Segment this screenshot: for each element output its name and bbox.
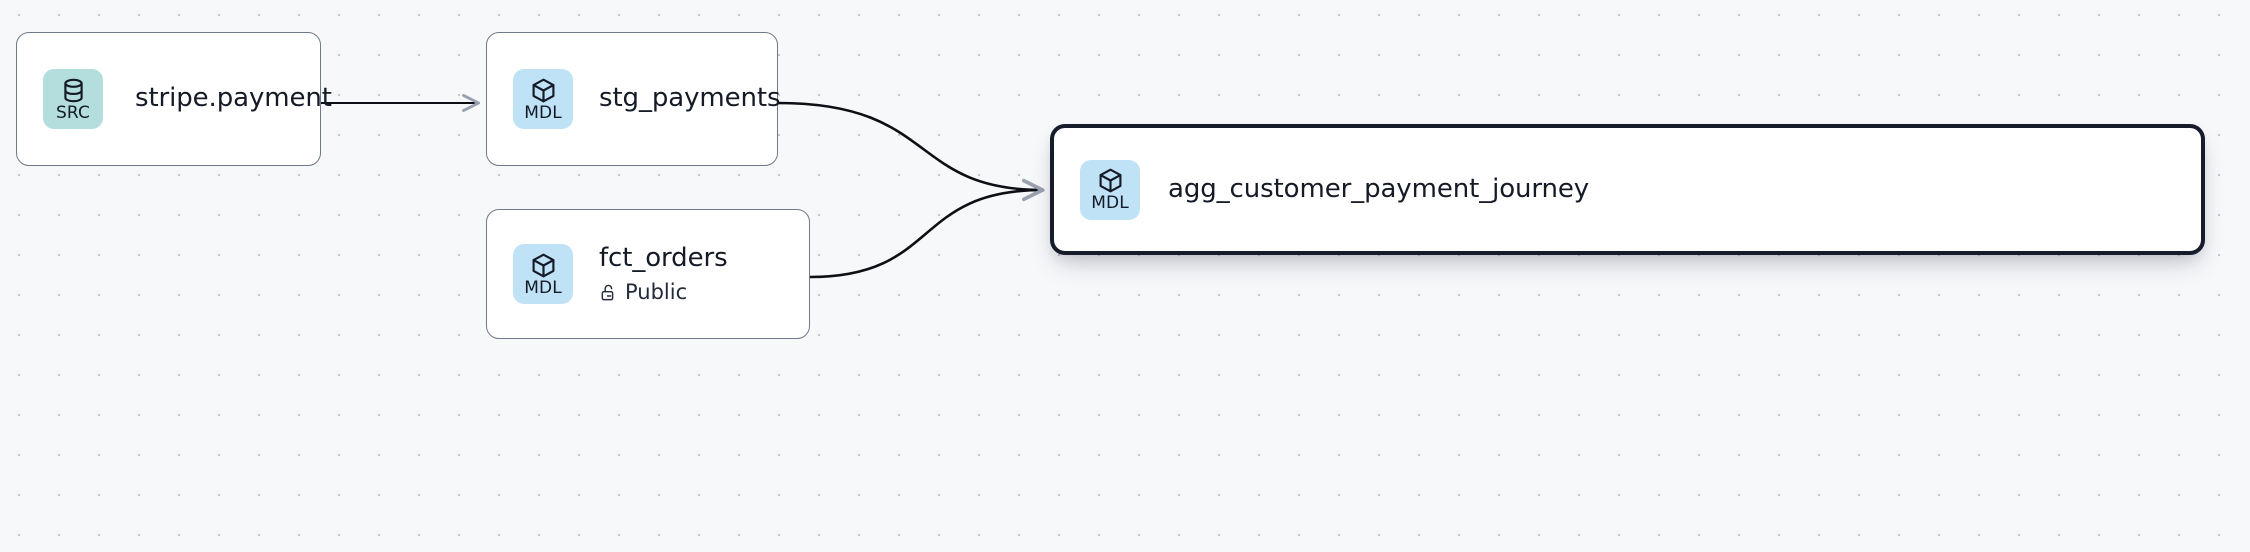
badge-label: SRC — [56, 102, 90, 123]
edge-fct-orders-to-agg-journey — [808, 178, 1045, 279]
node-agg-customer-payment-journey[interactable]: MDL agg_customer_payment_journey — [1050, 124, 2205, 255]
node-body: stripe.payment — [135, 83, 332, 114]
source-type-badge: SRC — [43, 69, 103, 129]
cube-icon — [532, 78, 554, 102]
visibility-label: Public — [625, 279, 688, 304]
edge-stg-payments-to-agg-journey — [776, 101, 1045, 202]
badge-label: MDL — [1091, 193, 1129, 213]
node-fct-orders[interactable]: MDL fct_orders Public — [486, 209, 810, 339]
node-body: agg_customer_payment_journey — [1168, 173, 1590, 204]
node-title: stripe.payment — [135, 83, 332, 114]
node-title: agg_customer_payment_journey — [1168, 173, 1590, 204]
node-title: stg_payments — [599, 83, 781, 114]
node-body: fct_orders Public — [599, 244, 728, 303]
node-body: stg_payments — [599, 83, 781, 114]
model-type-badge: MDL — [513, 69, 573, 129]
node-stripe-payment[interactable]: SRC stripe.payment — [16, 32, 332, 166]
node-stg-payments[interactable]: MDL stg_payments — [486, 32, 781, 166]
badge-label: MDL — [524, 277, 562, 298]
node-title: fct_orders — [599, 243, 728, 274]
model-type-badge: MDL — [513, 244, 573, 304]
badge-label: MDL — [524, 102, 562, 123]
model-type-badge: MDL — [1080, 159, 1140, 220]
cube-icon — [532, 253, 554, 277]
visibility-status: Public — [599, 279, 728, 304]
unlock-icon — [601, 284, 614, 300]
cube-icon — [1099, 168, 1121, 193]
database-icon — [63, 78, 83, 102]
